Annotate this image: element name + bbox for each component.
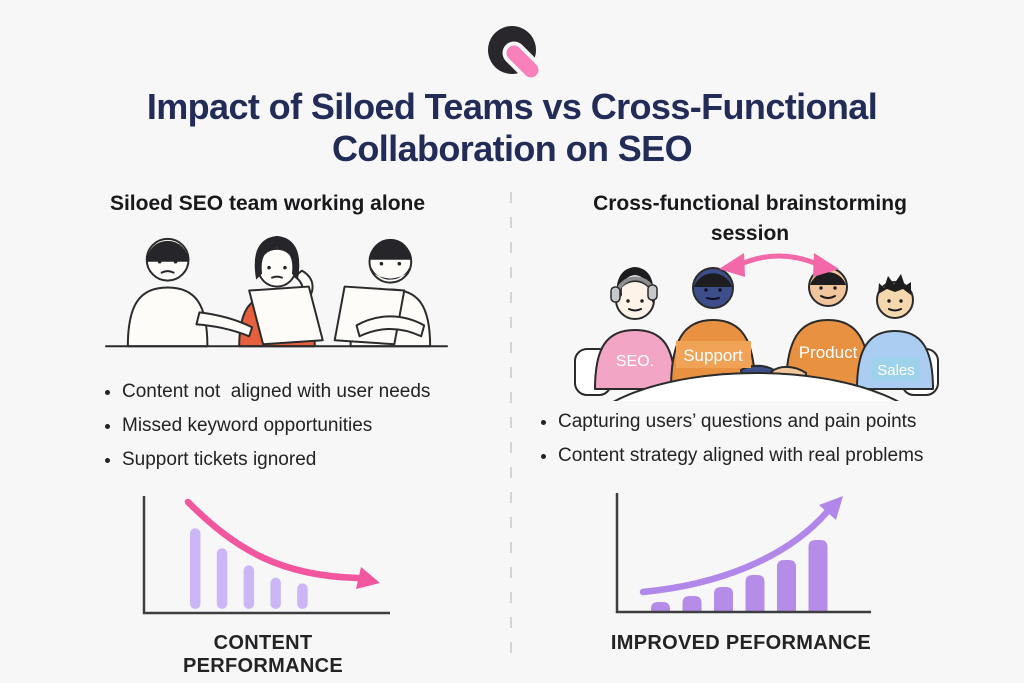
trend-arrow-head [356,567,380,589]
chart-axes [142,496,390,615]
person-right-crossed-arms [355,315,426,338]
page-title: Impact of Siloed Teams vs Cross-Function… [0,86,1024,170]
page-title-line1: Impact of Siloed Teams vs Cross-Function… [146,86,878,127]
chart-axes [615,493,871,614]
seo-person-hair [616,267,654,303]
trend-arrow [639,508,831,596]
eye [379,261,384,266]
eye [397,261,402,266]
sales-label-badge [872,358,920,381]
smile-mouth [888,308,902,312]
trend-arrow-head [819,496,843,520]
sad-eyebrow [171,253,183,258]
cross-functional-bullet-list: Capturing users’ questions and pain poin… [532,410,1024,478]
eye [887,299,891,303]
sales-person-spiky-hair [878,274,911,295]
product-person-hair [810,272,846,285]
bar [297,583,308,609]
bar [190,528,201,609]
frown-mouth [160,270,175,274]
bar [777,560,796,612]
eye [640,299,644,303]
improved-performance-chart [615,493,871,614]
bar [270,577,281,609]
eye [899,299,903,303]
smile-mouth [706,297,720,300]
cross-functional-panel: Cross-functional brainstorming session [512,184,1024,683]
seo-label: SEO. [616,353,654,370]
eye [267,265,271,270]
bullet-item: Content strategy aligned with real probl… [558,444,1024,467]
bar [714,587,733,612]
bars-group [651,540,828,612]
eye [718,288,722,292]
bar [745,575,765,612]
support-label-badge [676,341,751,368]
bullet-item: Support tickets ignored [122,448,552,471]
bar [682,596,702,612]
siloed-panel-heading: Siloed SEO team working alone [109,192,426,215]
eye [833,286,837,290]
frustrated-team-illustration [104,235,449,348]
conversation-arrow-head-right [813,253,839,277]
content-performance-chart [142,496,390,615]
bullet-item: Missed keyword opportunities [122,414,552,437]
laptop-right [333,285,406,346]
support-person-hair [694,273,732,287]
smile-mouth [820,295,836,299]
product-label: Product [799,343,858,362]
eye [704,288,708,292]
support-label: Support [683,346,743,365]
cross-functional-panel-heading: Cross-functional brainstorming session [512,189,988,250]
cross-functional-heading-line1: Cross-functional brainstorming [593,192,907,215]
eye [157,259,162,264]
sales-person-head [876,281,914,319]
improved-performance-caption: IMPROVED PEFORMANCE [610,632,872,654]
laptop-left [248,285,324,346]
person-right-hair [369,238,412,260]
headphone-cup [610,286,621,303]
cross-functional-heading-line2: session [710,222,790,246]
q-mark-logo-icon [488,26,543,82]
bullet-item: Content not aligned with user needs [122,380,552,403]
eye [283,265,287,270]
conversation-arrow-head-left [719,253,745,277]
person-left-body [126,286,209,348]
content-performance-caption: CONTENT PERFORMANCE [183,632,343,677]
bars-group [190,528,308,609]
bar [808,540,828,612]
panel-divider [510,192,512,658]
eye [626,299,630,303]
bar [243,565,255,609]
round-table [612,372,900,401]
siloed-bullet-list: Content not aligned with user needs Miss… [96,380,552,482]
headphone-cup [647,284,658,301]
logo-pill [506,45,539,78]
bar [216,548,228,609]
sad-eyebrow [152,253,164,258]
eye [819,286,823,290]
conversation-arrow [738,253,820,267]
bullet-item: Capturing users’ questions and pain poin… [558,410,1024,433]
frown-mouth [271,275,283,279]
siloed-panel: Siloed SEO team working alone [0,184,512,683]
bar [651,602,670,612]
smile-mouth [628,308,642,312]
trend-arrow [184,498,362,582]
eye [173,259,178,264]
sales-label: Sales [877,362,915,379]
person-middle-hair [254,235,300,280]
person-left-pointing-arm [195,311,254,338]
brainstorming-table-illustration: SEO. Support Product Sales [574,253,939,401]
page-title-line2: Collaboration on SEO [331,128,693,170]
